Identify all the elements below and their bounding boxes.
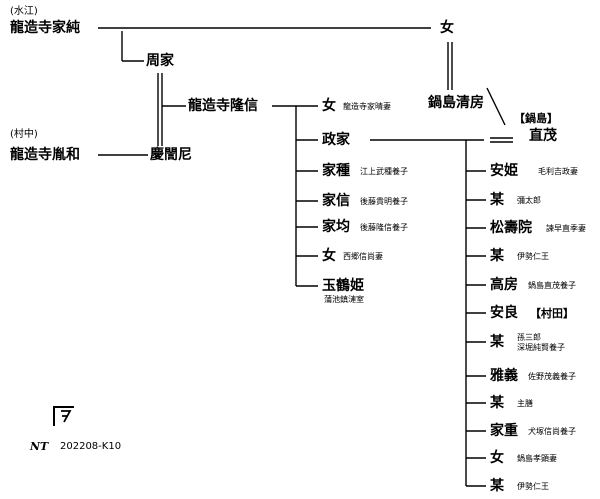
note-bo-5: 伊勢仁王 [517, 482, 549, 491]
person-shuke: 周家 [146, 53, 174, 69]
person-tamatsuruhime: 玉鶴姫 [322, 278, 364, 294]
person-bo-2: 某 [490, 248, 504, 264]
note-shojuin: 諫早直季妻 [546, 224, 586, 233]
person-onna-2: 女 [322, 248, 336, 264]
person-onna-1: 女 [322, 98, 336, 114]
person-ietane: 家種 [322, 163, 350, 179]
person-ryuzoji-tanekazu: 龍造寺胤和 [10, 147, 80, 163]
note-masayoshi: 佐野茂義養子 [528, 372, 576, 381]
note-tamatsuruhime: 蒲池鎮漣室 [324, 295, 364, 304]
person-ienobu: 家信 [322, 193, 350, 209]
note-anhime: 毛利吉政妻 [538, 167, 578, 176]
person-masayoshi: 雅義 [490, 368, 518, 384]
person-takafusa: 高房 [490, 277, 518, 293]
person-ieyoshi: 家均 [322, 219, 350, 235]
person-nabeshima-kiyofusa: 鍋島清房 [428, 95, 484, 111]
person-ryuzoji-takanobu: 龍造寺隆信 [188, 98, 258, 114]
note-bo-3-line-1: 孫三郎 [517, 333, 541, 342]
person-bo-3: 某 [490, 334, 504, 350]
origin-label-muranaka: (村中) [10, 129, 38, 140]
note-takafusa: 鍋島直茂養子 [528, 281, 576, 290]
person-shojuin: 松壽院 [490, 220, 532, 236]
signature: NT [30, 440, 49, 453]
origin-label-mizue: (水江) [10, 6, 38, 17]
person-bo-5: 某 [490, 478, 504, 494]
person-onna-top: 女 [440, 20, 454, 36]
person-ryuzoji-iezumi: 龍造寺家純 [10, 20, 80, 36]
person-masaie: 政家 [322, 132, 350, 148]
note-bo-1: 彌太郎 [517, 196, 541, 205]
logo-mark [53, 406, 74, 426]
note-iesige: 犬塚信尚養子 [528, 427, 576, 436]
person-anhime: 安姫 [490, 163, 518, 179]
note-onna-3: 鍋島孝顕妻 [517, 454, 557, 463]
note-ienobu: 後藤貴明養子 [360, 197, 408, 206]
person-keiginni: 慶誾尼 [150, 147, 192, 163]
person-bo-1: 某 [490, 192, 504, 208]
note-bo-2: 伊勢仁王 [517, 252, 549, 261]
person-naoshige: 直茂 [529, 128, 557, 144]
person-yasuyoshi: 安良 [490, 305, 518, 321]
person-iesige: 家重 [490, 423, 518, 439]
note-onna-2: 西郷信尚妻 [343, 252, 383, 261]
chart-code: 202208-K10 [60, 441, 122, 452]
note-bo-4: 主膳 [517, 399, 533, 408]
clan-bracket-nabeshima: 【鍋島】 [514, 112, 558, 125]
person-onna-3: 女 [490, 450, 504, 466]
clan-bracket-muratan: 【村田】 [530, 307, 574, 320]
note-ieyoshi: 後藤隆信養子 [360, 223, 408, 232]
person-bo-4: 某 [490, 395, 504, 411]
note-onna-1: 龍造寺家晴妻 [343, 102, 391, 111]
note-bo-3-line-2: 深堀純賢養子 [517, 343, 565, 352]
note-ietane: 江上武種養子 [360, 167, 408, 176]
